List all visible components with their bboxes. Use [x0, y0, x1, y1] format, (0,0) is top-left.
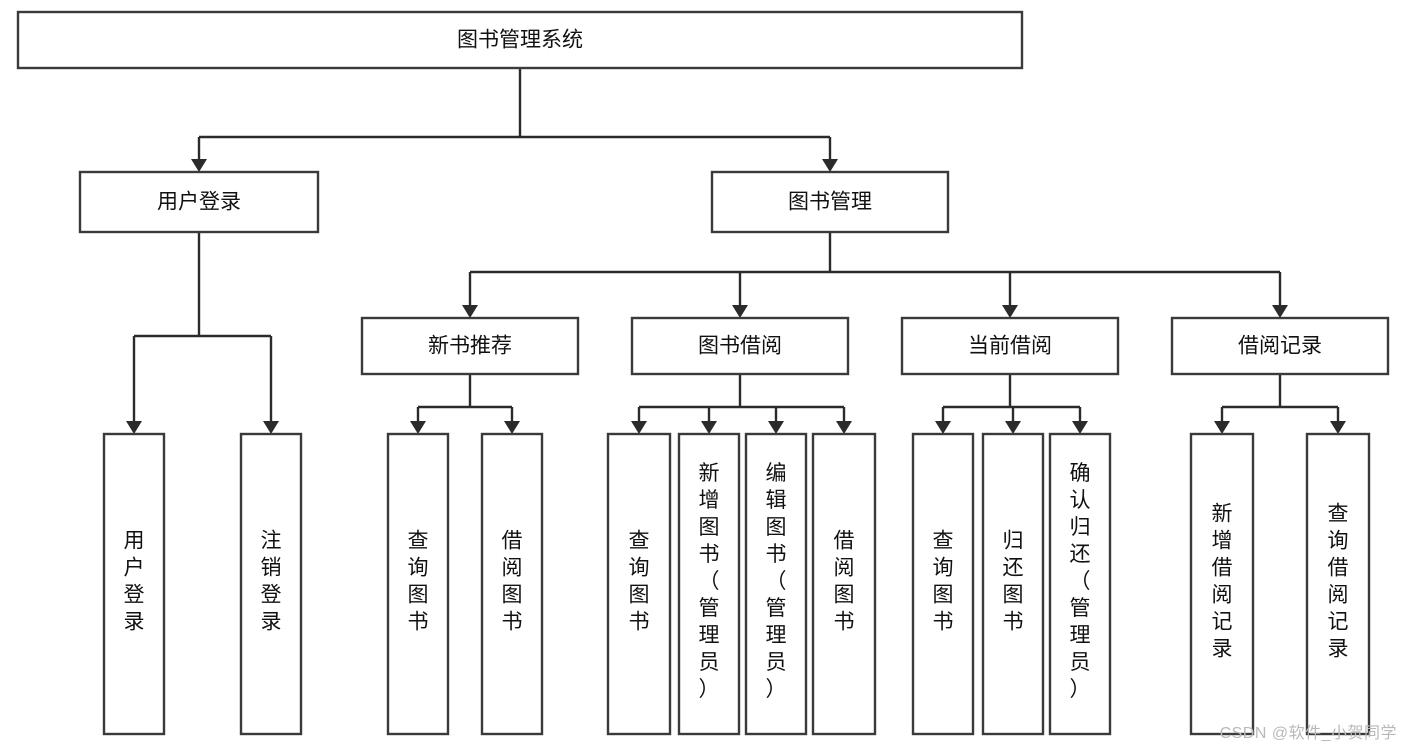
- node-box[interactable]: [606, 432, 672, 736]
- node-leaf-7[interactable]: 借阅图书: [811, 432, 877, 736]
- node-root-图书管理系统[interactable]: 图书管理系统: [16, 10, 1024, 70]
- node-label: 借阅记录: [1238, 335, 1322, 358]
- node-box[interactable]: [911, 432, 975, 736]
- arrow-head-icon: [263, 421, 279, 434]
- node-label: 查询图书: [629, 530, 650, 634]
- node-box[interactable]: [1170, 316, 1390, 376]
- node-level3-1[interactable]: 图书借阅: [630, 316, 850, 376]
- node-leaf-10[interactable]: 确认归还（管理员）: [1048, 432, 1112, 736]
- node-label: 当前借阅: [968, 335, 1052, 358]
- arrow-head-icon: [1005, 421, 1021, 434]
- arrow-head-icon: [126, 421, 142, 434]
- arrow-head-icon: [1214, 421, 1230, 434]
- node-level3-2[interactable]: 当前借阅: [900, 316, 1120, 376]
- node-box[interactable]: [1189, 432, 1255, 736]
- node-label: 查询借阅记录: [1328, 503, 1349, 661]
- arrow-head-icon: [822, 159, 838, 172]
- node-leaf-5[interactable]: 新增图书（管理员）: [677, 432, 741, 736]
- node-label: 编辑图书（管理员）: [766, 462, 787, 701]
- node-leaf-8[interactable]: 查询图书: [911, 432, 975, 736]
- node-label: 查询图书: [408, 530, 429, 634]
- node-box[interactable]: [710, 170, 950, 234]
- node-box[interactable]: [360, 316, 580, 376]
- node-box[interactable]: [981, 432, 1045, 736]
- node-box[interactable]: [16, 10, 1024, 70]
- arrow-head-icon: [462, 305, 478, 318]
- node-label: 图书管理系统: [457, 29, 583, 52]
- node-label: 图书管理: [788, 191, 872, 214]
- node-leaf-11[interactable]: 新增借阅记录: [1189, 432, 1255, 736]
- node-label: 图书借阅: [698, 335, 782, 358]
- node-leaf-9[interactable]: 归还图书: [981, 432, 1045, 736]
- node-leaf-2[interactable]: 查询图书: [386, 432, 450, 736]
- node-level3-3[interactable]: 借阅记录: [1170, 316, 1390, 376]
- arrow-head-icon: [191, 159, 207, 172]
- node-box[interactable]: [239, 432, 303, 736]
- node-leaf-3[interactable]: 借阅图书: [480, 432, 544, 736]
- node-leaf-12[interactable]: 查询借阅记录: [1305, 432, 1371, 736]
- node-leaf-0[interactable]: 用户登录: [102, 432, 166, 736]
- node-level2-0[interactable]: 用户登录: [78, 170, 320, 234]
- node-box[interactable]: [78, 170, 320, 234]
- arrow-head-icon: [1330, 421, 1346, 434]
- node-label: 新书推荐: [428, 335, 512, 358]
- node-leaf-4[interactable]: 查询图书: [606, 432, 672, 736]
- node-box[interactable]: [386, 432, 450, 736]
- arrow-head-icon: [410, 421, 426, 434]
- arrow-head-icon: [701, 421, 717, 434]
- node-box[interactable]: [102, 432, 166, 736]
- node-label: 借阅图书: [834, 530, 855, 634]
- node-label: 新增图书（管理员）: [699, 462, 720, 701]
- node-label: 用户登录: [124, 530, 145, 634]
- node-label: 查询图书: [933, 530, 954, 634]
- node-box[interactable]: [811, 432, 877, 736]
- node-level3-0[interactable]: 新书推荐: [360, 316, 580, 376]
- node-label: 注销登录: [261, 530, 282, 634]
- node-box[interactable]: [677, 432, 741, 736]
- arrow-head-icon: [1072, 421, 1088, 434]
- arrow-head-icon: [732, 305, 748, 318]
- node-box[interactable]: [1048, 432, 1112, 736]
- node-box[interactable]: [1305, 432, 1371, 736]
- node-level2-1[interactable]: 图书管理: [710, 170, 950, 234]
- node-leaf-6[interactable]: 编辑图书（管理员）: [744, 432, 808, 736]
- arrow-head-icon: [1272, 305, 1288, 318]
- node-box[interactable]: [900, 316, 1120, 376]
- node-label: 确认归还（管理员）: [1070, 462, 1091, 701]
- node-box[interactable]: [630, 316, 850, 376]
- arrow-head-icon: [836, 421, 852, 434]
- node-leaf-1[interactable]: 注销登录: [239, 432, 303, 736]
- node-label: 用户登录: [157, 191, 241, 214]
- node-label: 归还图书: [1003, 530, 1024, 634]
- node-box[interactable]: [480, 432, 544, 736]
- arrow-head-icon: [631, 421, 647, 434]
- node-label: 新增借阅记录: [1212, 503, 1233, 661]
- node-label: 借阅图书: [502, 530, 523, 634]
- arrow-head-icon: [935, 421, 951, 434]
- node-box[interactable]: [744, 432, 808, 736]
- arrow-head-icon: [768, 421, 784, 434]
- arrow-head-icon: [504, 421, 520, 434]
- arrow-head-icon: [1002, 305, 1018, 318]
